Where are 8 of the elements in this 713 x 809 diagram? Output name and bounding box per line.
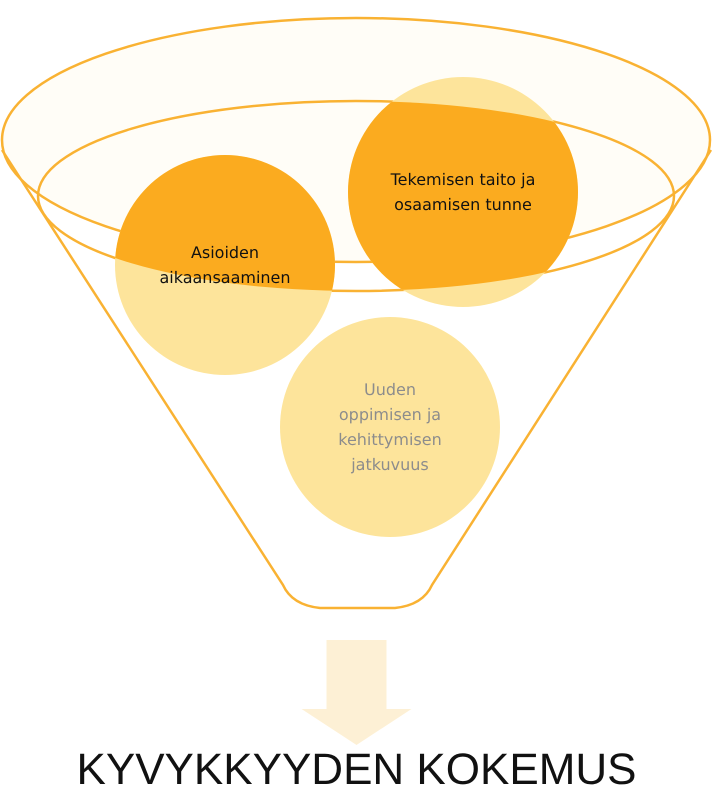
circle-label: Uuden oppimisen ja kehittymisen jatkuvuus	[337, 379, 443, 476]
topic-circle	[115, 155, 335, 375]
topic-circle	[280, 317, 500, 537]
circle-label: Tekemisen taito ja osaamisen tunne	[390, 169, 536, 216]
circle-label: Asioiden aikaansaaminen	[158, 242, 292, 289]
topic-circle	[348, 77, 578, 307]
arrow	[302, 640, 412, 745]
result-heading: KYVYKKYYDEN KOKEMUS	[40, 745, 673, 805]
